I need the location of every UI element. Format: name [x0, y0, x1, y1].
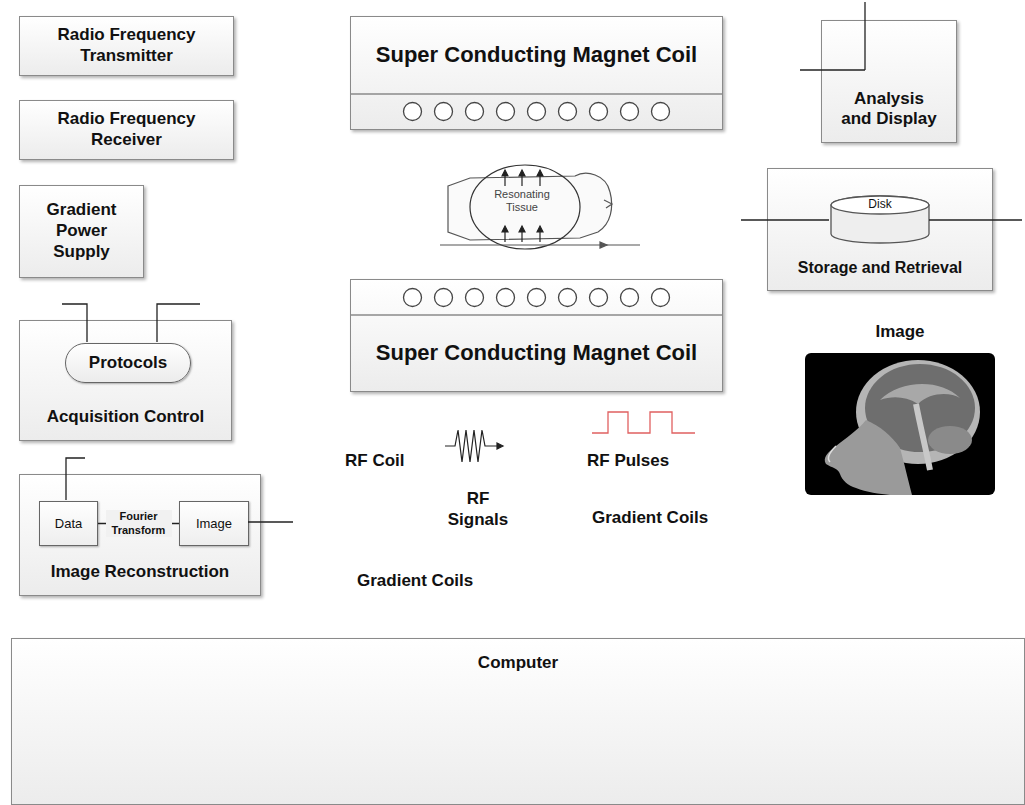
node-text: Disk [868, 197, 891, 212]
node-text: Computer [478, 653, 558, 674]
protocol-pill: Protocols [65, 343, 191, 383]
annotation-label: Gradient Coils [592, 508, 708, 529]
node-text: Storage and Retrieval [798, 258, 963, 278]
node-text: Protocols [89, 353, 167, 374]
wire-stubs [62, 2, 1022, 522]
computer-panel: Computer [11, 638, 1025, 805]
data-box: Data [39, 501, 98, 546]
node-text: Radio Frequency Receiver [37, 109, 217, 150]
coil-winding [351, 17, 722, 129]
edge-label: Fourier Transform [106, 510, 172, 537]
annotation-label: RF Pulses [587, 451, 669, 472]
disk-cylinder: Disk [830, 195, 930, 244]
magnet-coil: Super Conducting Magnet Coil [350, 16, 723, 130]
annotation-label: Image [860, 322, 940, 343]
node-text: Acquisition Control [47, 407, 205, 428]
annotation-label: Gradient Coils [357, 571, 473, 592]
annotation-label: RF Signals [440, 489, 516, 530]
node-text: Image [196, 516, 232, 532]
node-text: Super Conducting Magnet Coil [376, 340, 697, 367]
coil-winding [351, 280, 722, 391]
node-text: Radio Frequency Transmitter [37, 25, 217, 66]
node-text: Gradient Power Supply [34, 200, 129, 262]
rf-pulse-symbol [592, 412, 695, 433]
annotation-label: RF Coil [345, 451, 405, 472]
storage-panel: Storage and Retrieval Disk [767, 168, 993, 291]
node-text: Super Conducting Magnet Coil [376, 42, 697, 69]
annotation-label: Resonating Tissue [480, 188, 564, 215]
rf-signal-symbol [445, 430, 503, 462]
magnet-coil: Super Conducting Magnet Coil [350, 279, 723, 392]
component-box: Gradient Power Supply [19, 185, 144, 278]
node-text: Data [55, 516, 82, 532]
brain-mri-image [805, 353, 995, 495]
node-text: Image Reconstruction [51, 562, 230, 583]
patient-figure [440, 165, 640, 249]
component-box: Analysis and Display [821, 20, 957, 143]
control-panel: Acquisition Control Protocols [19, 320, 232, 441]
component-box: Radio Frequency Receiver [19, 100, 234, 160]
component-box: Radio Frequency Transmitter [19, 16, 234, 76]
node-text: Analysis and Display [837, 89, 941, 130]
data-box: Image [179, 501, 249, 546]
